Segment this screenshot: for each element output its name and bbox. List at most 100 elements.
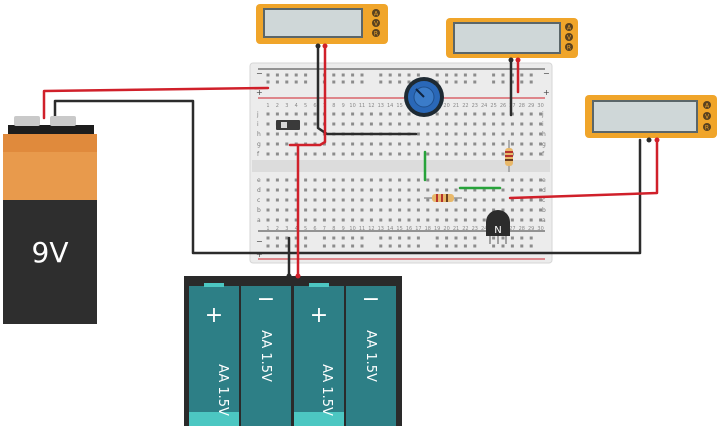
- breadboard-hole[interactable]: [454, 132, 458, 136]
- breadboard-hole[interactable]: [360, 236, 364, 240]
- breadboard-hole[interactable]: [510, 132, 514, 136]
- breadboard-hole[interactable]: [445, 208, 449, 212]
- breadboard-hole[interactable]: [463, 132, 467, 136]
- breadboard-hole[interactable]: [304, 198, 308, 202]
- breadboard-hole[interactable]: [426, 208, 430, 212]
- breadboard-hole[interactable]: [501, 198, 505, 202]
- slide-switch[interactable]: [276, 120, 300, 130]
- breadboard-hole[interactable]: [492, 73, 496, 77]
- breadboard-hole[interactable]: [454, 198, 458, 202]
- breadboard-hole[interactable]: [398, 208, 402, 212]
- breadboard-hole[interactable]: [510, 80, 514, 84]
- breadboard-hole[interactable]: [369, 208, 373, 212]
- breadboard-hole[interactable]: [445, 188, 449, 192]
- breadboard-hole[interactable]: [473, 198, 477, 202]
- breadboard-hole[interactable]: [435, 188, 439, 192]
- breadboard-hole[interactable]: [445, 122, 449, 126]
- breadboard-hole[interactable]: [501, 80, 505, 84]
- breadboard-hole[interactable]: [313, 198, 317, 202]
- breadboard-hole[interactable]: [322, 208, 326, 212]
- breadboard-hole[interactable]: [379, 218, 383, 222]
- breadboard-hole[interactable]: [360, 112, 364, 116]
- breadboard-hole[interactable]: [275, 198, 279, 202]
- breadboard-hole[interactable]: [501, 236, 505, 240]
- multimeter-3-button-r[interactable]: [703, 123, 711, 131]
- breadboard-hole[interactable]: [463, 142, 467, 146]
- breadboard-hole[interactable]: [351, 236, 355, 240]
- breadboard-hole[interactable]: [407, 198, 411, 202]
- potentiometer[interactable]: [404, 77, 444, 117]
- breadboard-hole[interactable]: [539, 218, 543, 222]
- breadboard-hole[interactable]: [275, 218, 279, 222]
- breadboard-hole[interactable]: [473, 73, 477, 77]
- breadboard-hole[interactable]: [463, 80, 467, 84]
- breadboard-hole[interactable]: [388, 142, 392, 146]
- breadboard-hole[interactable]: [398, 73, 402, 77]
- breadboard-hole[interactable]: [510, 142, 514, 146]
- breadboard-hole[interactable]: [539, 188, 543, 192]
- breadboard-hole[interactable]: [492, 198, 496, 202]
- breadboard-hole[interactable]: [266, 236, 270, 240]
- breadboard-hole[interactable]: [379, 198, 383, 202]
- wire-red-meter1[interactable]: [288, 44, 327, 147]
- breadboard-hole[interactable]: [445, 236, 449, 240]
- breadboard-hole[interactable]: [435, 218, 439, 222]
- breadboard-hole[interactable]: [416, 73, 420, 77]
- breadboard-hole[interactable]: [435, 142, 439, 146]
- breadboard-hole[interactable]: [520, 178, 524, 182]
- breadboard-hole[interactable]: [360, 188, 364, 192]
- breadboard-hole[interactable]: [426, 198, 430, 202]
- breadboard-hole[interactable]: [285, 218, 289, 222]
- breadboard-hole[interactable]: [294, 152, 298, 156]
- breadboard-hole[interactable]: [463, 178, 467, 182]
- breadboard-hole[interactable]: [285, 73, 289, 77]
- breadboard-hole[interactable]: [341, 218, 345, 222]
- multimeter-2-probe-red[interactable]: [515, 57, 521, 63]
- multimeter-1-probe-black[interactable]: [315, 43, 321, 49]
- breadboard-hole[interactable]: [266, 188, 270, 192]
- breadboard-hole[interactable]: [473, 80, 477, 84]
- breadboard-hole[interactable]: [435, 178, 439, 182]
- breadboard-hole[interactable]: [510, 198, 514, 202]
- breadboard-hole[interactable]: [266, 112, 270, 116]
- breadboard-hole[interactable]: [482, 208, 486, 212]
- multimeter-3-probe-red[interactable]: [654, 137, 660, 143]
- multimeter-2-button-v[interactable]: [565, 33, 573, 41]
- breadboard-hole[interactable]: [341, 198, 345, 202]
- breadboard-hole[interactable]: [360, 198, 364, 202]
- breadboard-hole[interactable]: [294, 188, 298, 192]
- breadboard-hole[interactable]: [285, 244, 289, 248]
- wires[interactable]: [42, 44, 659, 278]
- breadboard-hole[interactable]: [304, 178, 308, 182]
- breadboard-hole[interactable]: [426, 122, 430, 126]
- breadboard-hole[interactable]: [407, 122, 411, 126]
- breadboard-hole[interactable]: [463, 218, 467, 222]
- breadboard-hole[interactable]: [492, 178, 496, 182]
- breadboard-hole[interactable]: [304, 132, 308, 136]
- breadboard-hole[interactable]: [501, 244, 505, 248]
- breadboard-hole[interactable]: [539, 208, 543, 212]
- breadboard-hole[interactable]: [398, 188, 402, 192]
- breadboard-hole[interactable]: [379, 236, 383, 240]
- breadboard-hole[interactable]: [379, 73, 383, 77]
- breadboard-hole[interactable]: [285, 178, 289, 182]
- breadboard-hole[interactable]: [520, 198, 524, 202]
- breadboard-hole[interactable]: [454, 73, 458, 77]
- breadboard-hole[interactable]: [285, 208, 289, 212]
- breadboard-hole[interactable]: [520, 112, 524, 116]
- multimeter-2-button-a[interactable]: [565, 23, 573, 31]
- breadboard-hole[interactable]: [379, 178, 383, 182]
- wire-black-9v-negative[interactable]: [53, 99, 642, 255]
- breadboard-hole[interactable]: [388, 208, 392, 212]
- breadboard-hole[interactable]: [285, 198, 289, 202]
- breadboard-hole[interactable]: [266, 142, 270, 146]
- breadboard-hole[interactable]: [520, 218, 524, 222]
- multimeter-2[interactable]: A V R: [446, 18, 578, 63]
- breadboard-hole[interactable]: [463, 122, 467, 126]
- breadboard-hole[interactable]: [304, 188, 308, 192]
- breadboard-hole[interactable]: [275, 73, 279, 77]
- breadboard-hole[interactable]: [322, 244, 326, 248]
- breadboard-hole[interactable]: [435, 244, 439, 248]
- breadboard-hole[interactable]: [351, 152, 355, 156]
- breadboard-hole[interactable]: [332, 188, 336, 192]
